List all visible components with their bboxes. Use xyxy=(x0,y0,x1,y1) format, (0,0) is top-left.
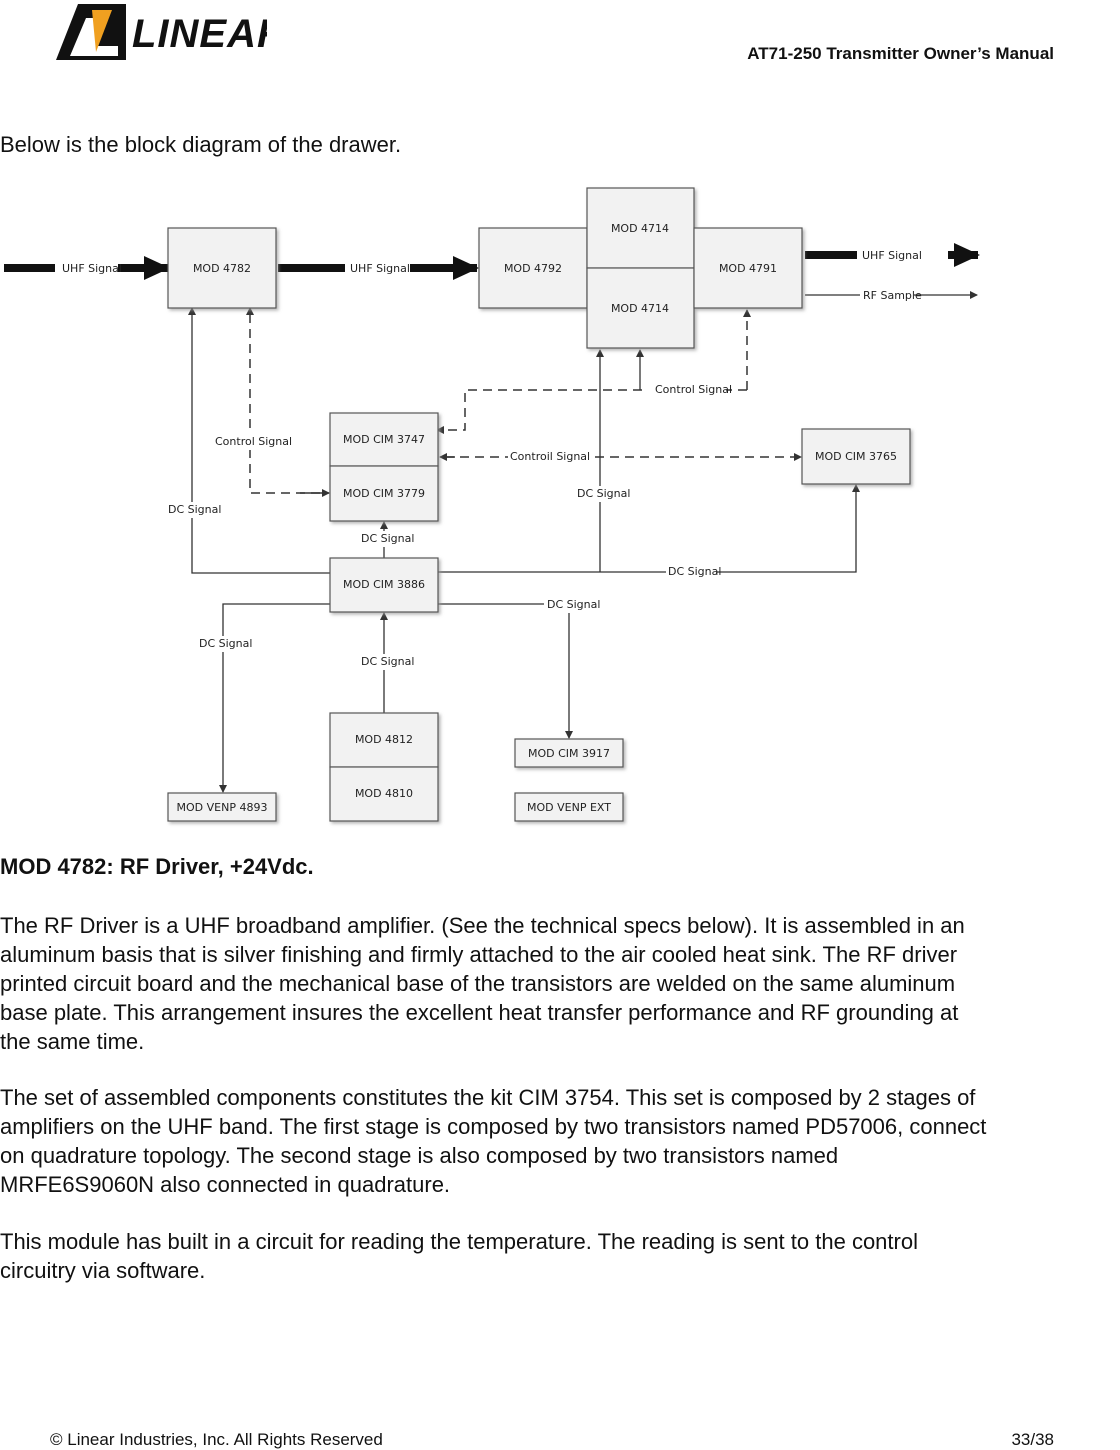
dc-line-4782 xyxy=(188,307,330,574)
block-label: MOD CIM 3779 xyxy=(343,487,425,500)
signal-label: UHF Signal xyxy=(62,262,122,275)
block-label: MOD CIM 3765 xyxy=(815,450,897,463)
signal-label: DC Signal xyxy=(577,487,630,500)
signal-label: DC Signal xyxy=(168,503,221,516)
block-label: MOD 4714 xyxy=(611,302,669,315)
paragraph: The RF Driver is a UHF broadband amplifi… xyxy=(0,913,965,1054)
signal-label: DC Signal xyxy=(199,637,252,650)
block-cim-3779 xyxy=(329,465,439,522)
block-mod-4810 xyxy=(329,766,439,822)
block-cim-3886 xyxy=(329,557,439,613)
paragraph: The set of assembled components constitu… xyxy=(0,1085,987,1197)
page-number: 33/38 xyxy=(1011,1430,1054,1449)
dc-line-3917 xyxy=(438,603,573,739)
block-label: MOD 4714 xyxy=(611,222,669,235)
block-label: MOD VENP 4893 xyxy=(177,801,268,814)
logo-text: LINEAR xyxy=(132,12,267,56)
block-mod-4791 xyxy=(693,227,803,309)
block-label: MOD 4810 xyxy=(355,787,413,800)
block-label: MOD 4792 xyxy=(504,262,562,275)
footer-copyright: © Linear Industries, Inc. All Rights Res… xyxy=(50,1430,383,1449)
signal-label: UHF Signal xyxy=(862,249,922,262)
section-title: MOD 4782: RF Driver, +24Vdc. xyxy=(0,854,314,879)
signal-label: DC Signal xyxy=(668,565,721,578)
paragraph: This module has built in a circuit for r… xyxy=(0,1229,918,1283)
block-cim-3747 xyxy=(329,412,439,467)
block-label: MOD CIM 3917 xyxy=(528,747,610,760)
block-diagram: UHF Signal UHF Signal UHF Signal RF Samp… xyxy=(4,187,980,822)
block-label: MOD CIM 3886 xyxy=(343,578,425,591)
block-mod-4714-top xyxy=(586,187,695,269)
control-line-4782 xyxy=(246,307,320,494)
signal-label: RF Sample xyxy=(863,289,922,302)
signal-label: UHF Signal xyxy=(350,262,410,275)
block-mod-4812 xyxy=(329,712,439,768)
block-venp-ext xyxy=(514,792,624,822)
control-line-top xyxy=(436,389,747,434)
linear-logo: LINEAR xyxy=(56,4,267,60)
block-cim-3917 xyxy=(514,738,624,768)
signal-label: Control Signal xyxy=(655,383,732,396)
block-label: MOD CIM 3747 xyxy=(343,433,425,446)
signal-label: DC Signal xyxy=(547,598,600,611)
block-cim-3765 xyxy=(801,428,911,485)
document-title: AT71-250 Transmitter Owner’s Manual xyxy=(747,44,1054,63)
signal-label: DC Signal xyxy=(361,532,414,545)
block-mod-4714-bottom xyxy=(586,267,695,349)
block-venp-4893 xyxy=(167,792,277,822)
signal-label: Control Signal xyxy=(215,435,292,448)
dc-line-3765 xyxy=(438,484,860,573)
block-label: MOD 4791 xyxy=(719,262,777,275)
dc-line-4893 xyxy=(219,603,330,793)
signal-label: DC Signal xyxy=(361,655,414,668)
block-label: MOD VENP EXT xyxy=(527,801,611,814)
signal-label: Controil Signal xyxy=(510,450,590,463)
intro-text: Below is the block diagram of the drawer… xyxy=(0,132,402,157)
block-label: MOD 4812 xyxy=(355,733,413,746)
block-mod-4782 xyxy=(167,227,277,309)
block-label: MOD 4782 xyxy=(193,262,251,275)
